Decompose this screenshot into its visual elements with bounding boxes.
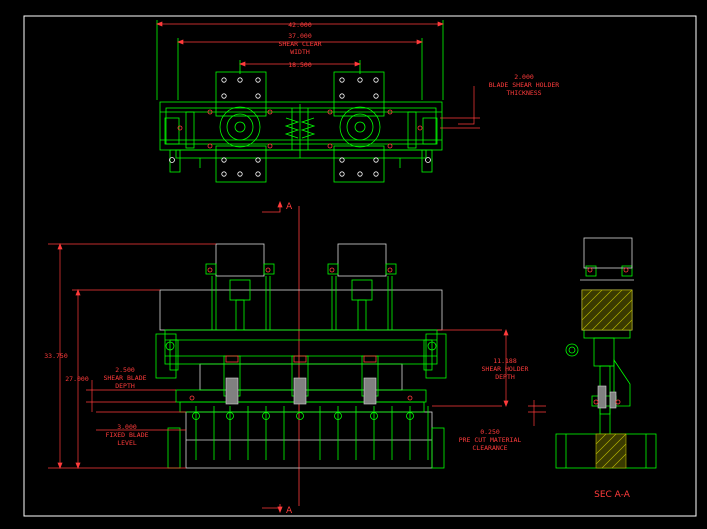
shear-clear-label-line2: WIDTH	[290, 48, 310, 56]
front-view-blade-blocks	[225, 377, 377, 405]
clearance-label-line1: PRE CUT MATERIAL	[459, 436, 522, 444]
section-view-gray-parts	[597, 385, 617, 409]
holder-thickness-label-line2: THICKNESS	[506, 89, 541, 97]
section-view-hatch	[581, 289, 633, 469]
blade-depth-label-line2: DEPTH	[115, 382, 135, 390]
front-view-red-marks	[189, 267, 413, 401]
center-spacing-value: 18.500	[288, 61, 312, 69]
section-view-red-marks	[587, 267, 629, 405]
section-mark-bottom: A	[286, 506, 293, 516]
top-view-red-marks	[177, 109, 423, 149]
top-view-bolts	[169, 77, 431, 177]
section-view-label: SEC A-A	[594, 490, 631, 500]
height-27-value: 27.000	[65, 375, 89, 383]
shear-clear-value: 37.000	[288, 32, 312, 40]
clearance-value: 0.250	[480, 428, 500, 436]
holder-depth-value: 11.188	[493, 357, 517, 365]
drawing-border	[23, 15, 697, 517]
holder-thickness-label-line1: BLADE SHEAR HOLDER	[489, 81, 560, 89]
holder-depth-label-line1: SHEAR HOLDER	[482, 365, 529, 373]
overall-height-value: 33.750	[44, 352, 68, 360]
fixed-blade-value: 3.000	[117, 423, 137, 431]
holder-thickness-value: 2.000	[514, 73, 534, 81]
shear-clear-label-line1: SHEAR CLEAR	[278, 40, 321, 48]
section-mark-top: A	[286, 202, 293, 212]
front-dimension-lines	[48, 243, 546, 469]
front-view-base-bolts	[192, 412, 414, 420]
fixed-blade-label-line1: FIXED BLADE	[105, 431, 148, 439]
top-dimension-lines	[156, 21, 480, 129]
blade-depth-label-line1: SHEAR BLADE	[103, 374, 146, 382]
front-view-mechanism	[155, 263, 447, 469]
overall-width-value: 42.000	[288, 21, 312, 29]
clearance-label-line2: CLEARANCE	[472, 444, 507, 452]
holder-depth-label-line2: DEPTH	[495, 373, 515, 381]
top-view	[156, 20, 444, 183]
fixed-blade-label-line2: LEVEL	[117, 439, 137, 447]
blade-depth-value: 2.500	[115, 366, 135, 374]
section-cut-line	[262, 200, 300, 514]
